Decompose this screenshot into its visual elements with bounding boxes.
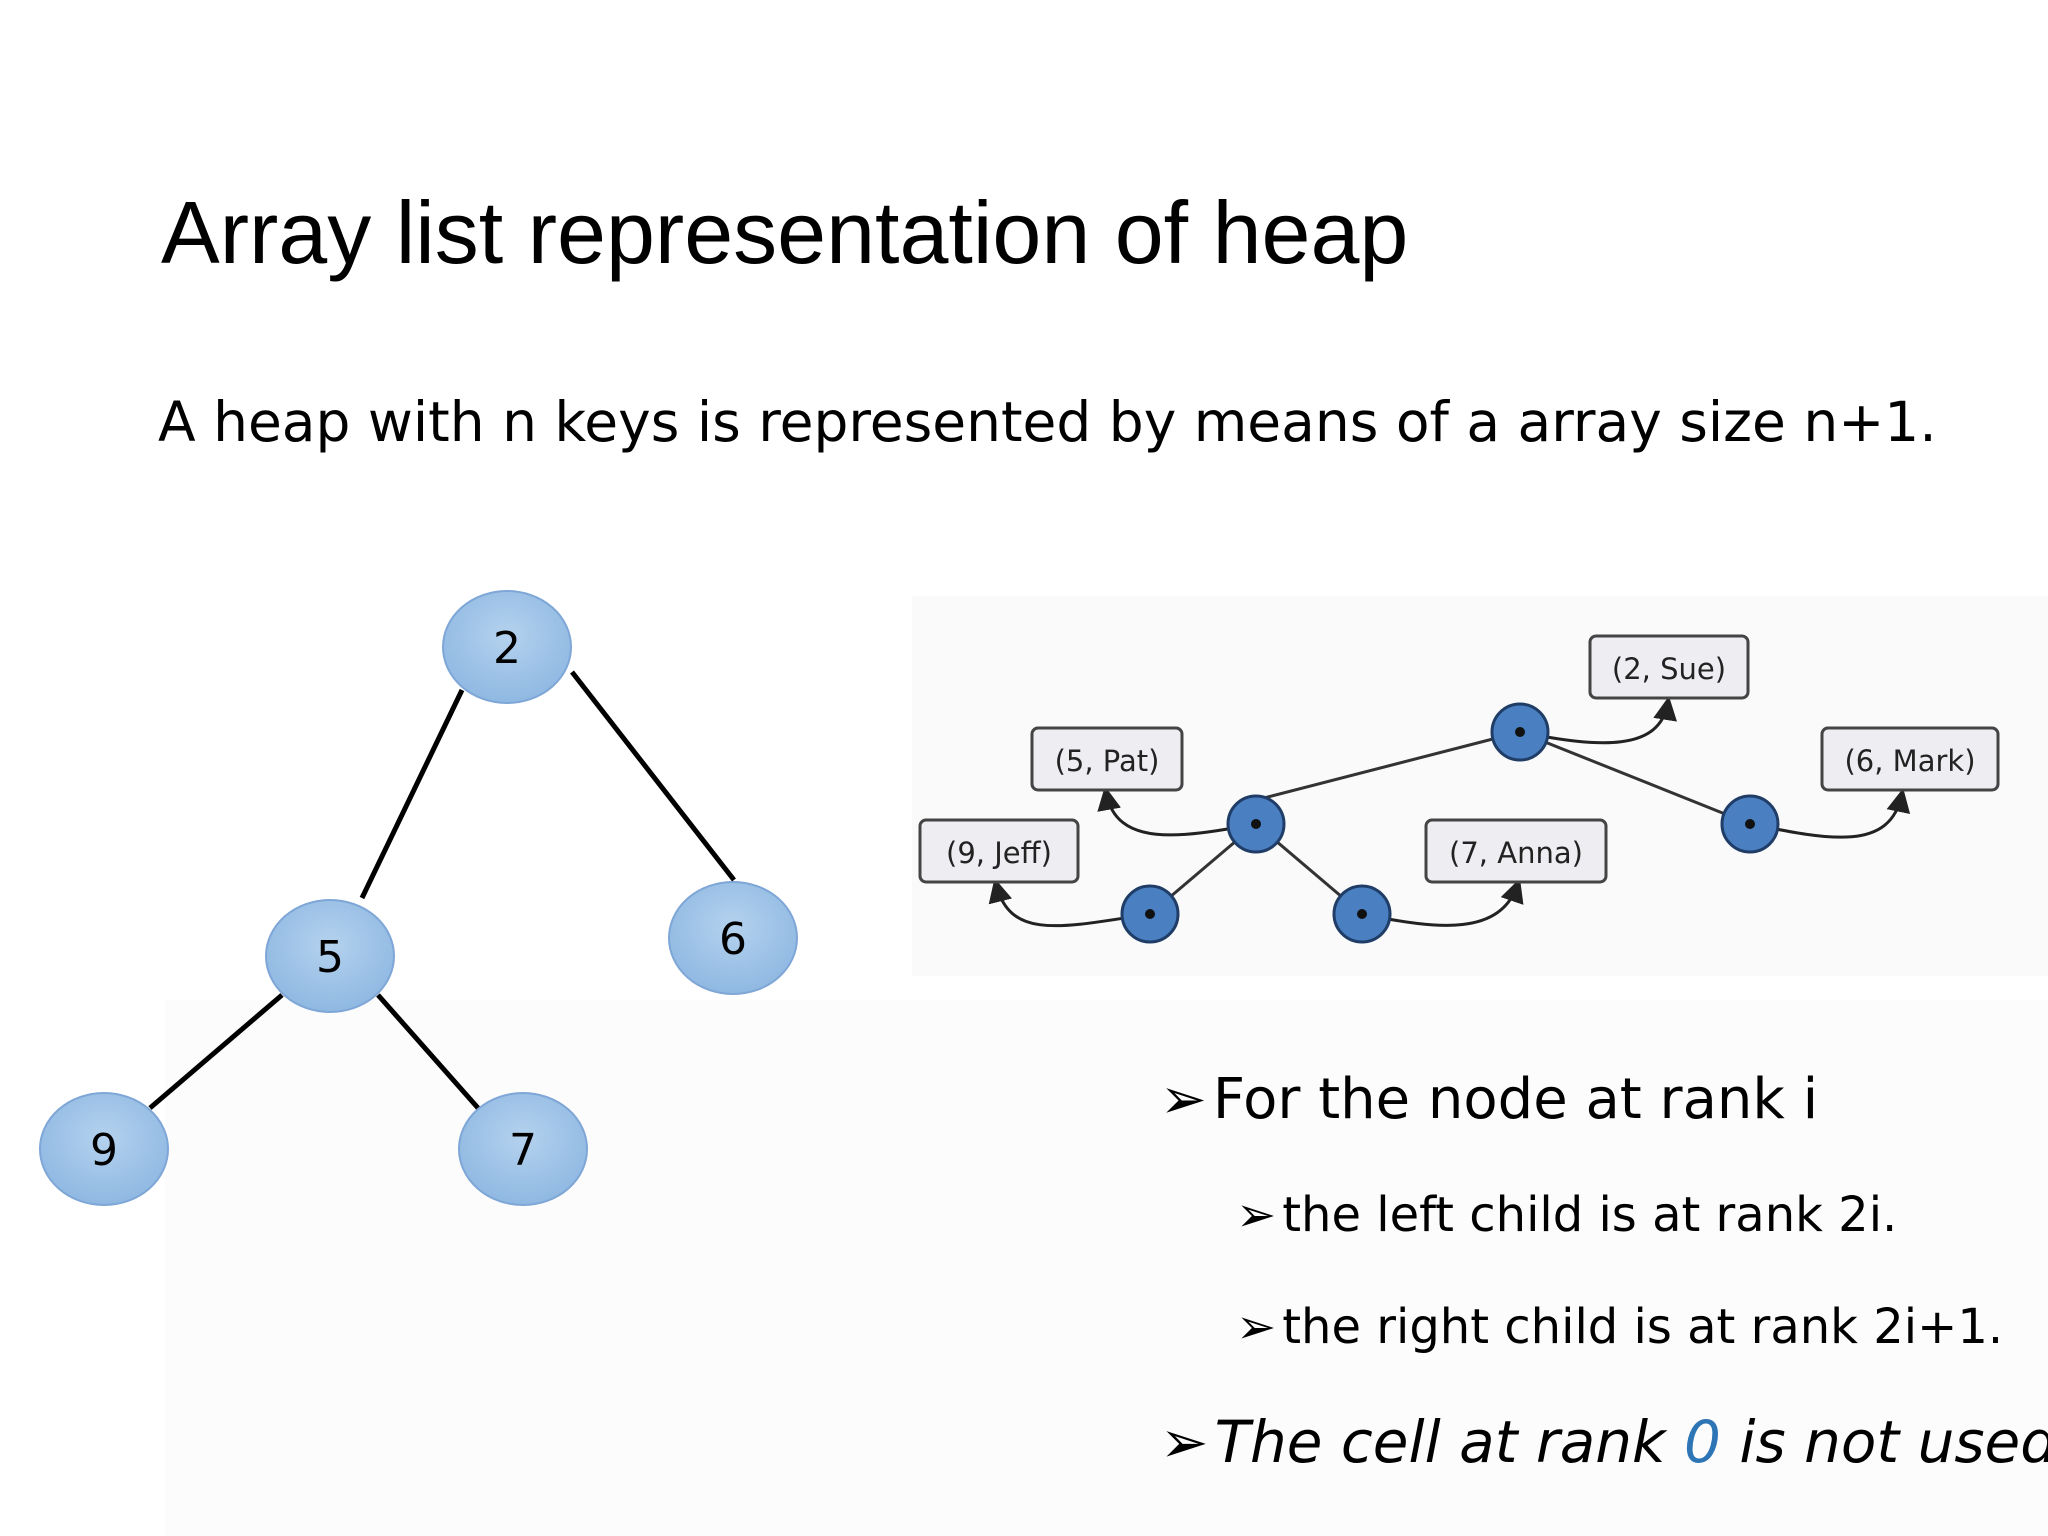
bullet-left-child: ➢the left child is at rank 2i.	[1236, 1183, 1897, 1247]
tree-node-left-left: 9	[39, 1092, 169, 1206]
slide-title: Array list representation of heap	[161, 183, 1409, 282]
bullet-right-child: ➢the right child is at rank 2i+1.	[1236, 1295, 2003, 1359]
bullet-text: the left child is at rank 2i.	[1282, 1187, 1898, 1243]
tree-node-label: 7	[509, 1125, 537, 1176]
tree-node-right: 6	[668, 881, 798, 995]
entry-label: (7, Anna)	[1449, 836, 1583, 870]
tree-node-label: 2	[493, 623, 521, 674]
background-tint	[165, 1000, 2048, 1536]
tree-node-label: 6	[719, 914, 747, 965]
tree-edge-5-7	[376, 993, 480, 1110]
entry-box: (6, Mark)	[1820, 726, 2000, 792]
linked-heap-diagram: (2, Sue) (5, Pat) (6, Mark) (9, Jeff) (7…	[912, 596, 2048, 976]
link-edge	[1519, 730, 1751, 826]
bullet-rank-node: ➢For the node at rank i	[1160, 1064, 1818, 1136]
link-node	[1120, 884, 1180, 944]
entry-box: (2, Sue)	[1588, 634, 1750, 700]
pointer-arrow	[988, 878, 1151, 928]
entry-label: (5, Pat)	[1055, 744, 1160, 778]
link-node	[1332, 884, 1392, 944]
entry-box: (7, Anna)	[1424, 818, 1608, 884]
arrow-bullet-icon: ➢	[1160, 1408, 1209, 1476]
tree-node-root: 2	[442, 590, 572, 704]
entry-box: (5, Pat)	[1030, 726, 1184, 792]
link-node	[1490, 702, 1550, 762]
bullet-text-prefix: The cell at rank	[1214, 1408, 1685, 1476]
tree-node-label: 9	[90, 1125, 118, 1176]
entry-label: (6, Mark)	[1844, 744, 1975, 778]
arrow-bullet-icon: ➢	[1236, 1299, 1277, 1355]
slide-subtitle: A heap with n keys is represented by mea…	[158, 390, 1937, 454]
tree-node-left-right: 7	[458, 1092, 588, 1206]
tree-node-label: 5	[316, 932, 344, 983]
bullet-text: the right child is at rank 2i+1.	[1282, 1299, 2004, 1355]
tree-edge-2-6	[570, 670, 736, 882]
entry-label: (9, Jeff)	[946, 836, 1052, 870]
tree-node-left: 5	[265, 899, 395, 1013]
link-edge	[1255, 730, 1521, 802]
bullet-text-suffix: is not used	[1720, 1408, 2048, 1476]
link-node	[1226, 794, 1286, 854]
highlight-zero: 0	[1684, 1408, 1721, 1476]
bullet-text: For the node at rank i	[1212, 1067, 1819, 1132]
bullet-cell-unused: ➢The cell at rank 0 is not used	[1160, 1405, 2048, 1479]
tree-edge-2-5	[359, 688, 465, 900]
tree-edge-5-9	[148, 993, 284, 1110]
link-node	[1720, 794, 1780, 854]
entry-label: (2, Sue)	[1612, 652, 1726, 686]
arrow-bullet-icon: ➢	[1236, 1187, 1277, 1243]
heap-tree-diagram: 2 5 6 9 7	[39, 590, 798, 1206]
arrow-bullet-icon: ➢	[1160, 1067, 1207, 1132]
entry-box: (9, Jeff)	[918, 818, 1080, 884]
